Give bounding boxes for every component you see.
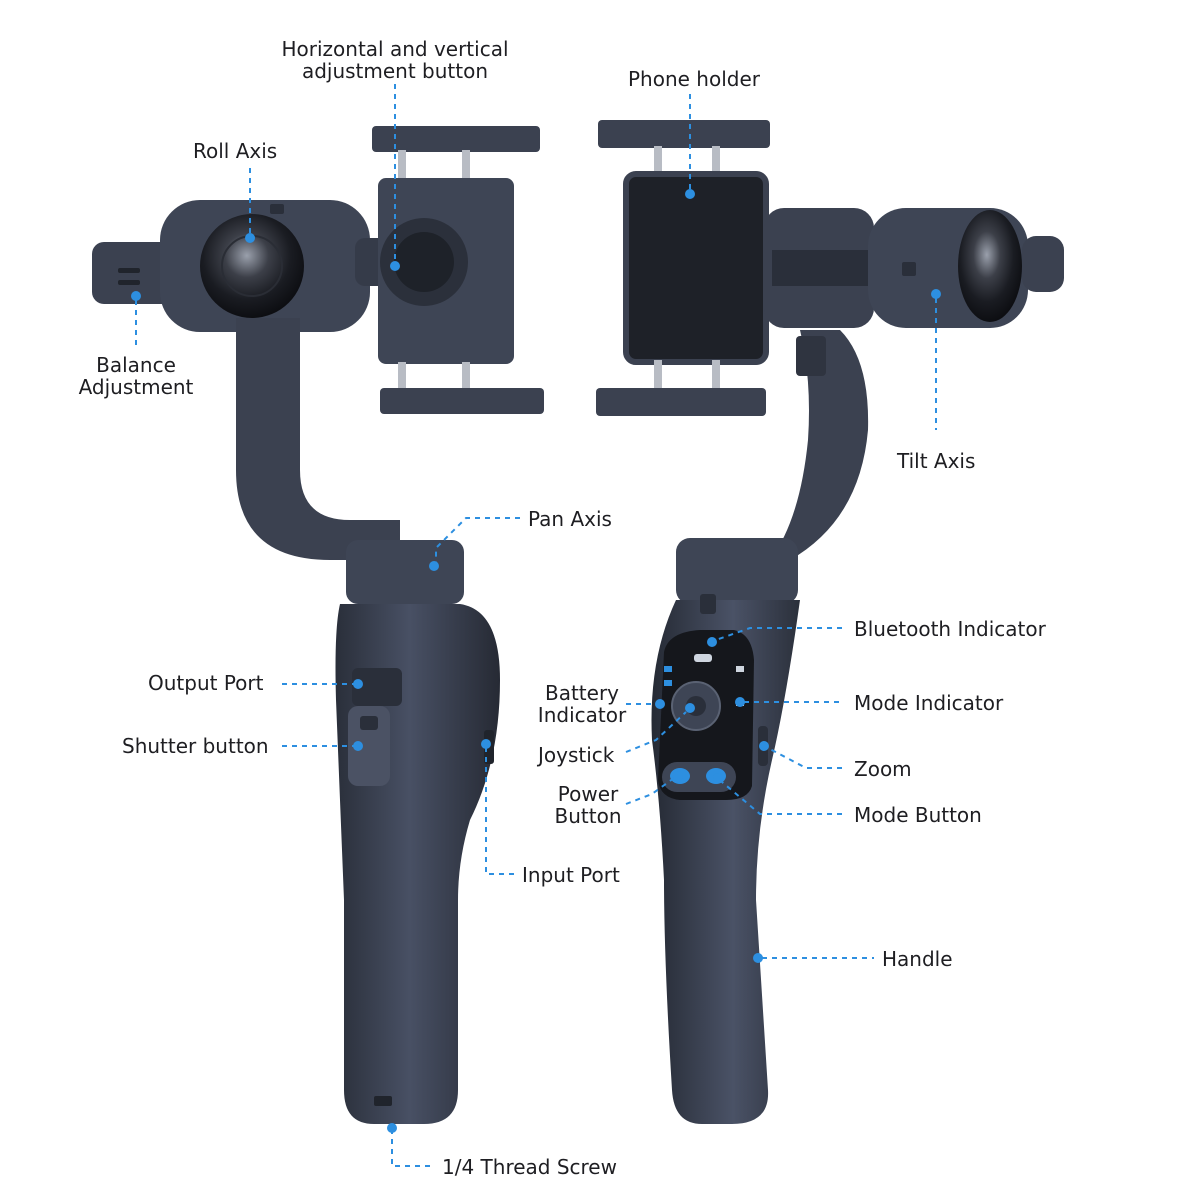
label-balance-line2: Adjustment <box>78 375 194 399</box>
label-pan-axis: Pan Axis <box>528 507 612 531</box>
clamp-bottom-left <box>380 388 544 414</box>
label-output-port: Output Port <box>148 671 264 695</box>
label-phone-holder: Phone holder <box>628 67 761 91</box>
label-input-port: Input Port <box>522 863 620 887</box>
label-thread-screw: 1/4 Thread Screw <box>442 1155 617 1179</box>
roll-axis-disc <box>200 214 304 318</box>
label-bluetooth-indicator: Bluetooth Indicator <box>854 617 1046 641</box>
shutter-button-shape <box>348 706 390 786</box>
label-mode-indicator: Mode Indicator <box>854 691 1004 715</box>
pan-motor-left <box>346 540 464 604</box>
label-power-line2: Button <box>554 804 622 828</box>
label-roll-axis: Roll Axis <box>193 139 278 163</box>
left-arm <box>236 318 400 560</box>
clamp-bottom-right <box>596 388 766 416</box>
label-hv-line1: Horizontal and vertical <box>281 37 509 61</box>
label-zoom: Zoom <box>854 757 912 781</box>
right-arm <box>770 330 869 560</box>
label-battery-line1: Battery <box>544 681 620 705</box>
label-power-button: Power Button <box>540 783 636 827</box>
clamp-top-left <box>372 126 540 152</box>
label-hv-line2: adjustment button <box>301 59 489 83</box>
leader-lines <box>131 84 941 1167</box>
pan-motor-right <box>676 538 798 604</box>
tilt-axis-disc <box>958 210 1022 322</box>
output-port <box>352 668 402 706</box>
label-handle: Handle <box>882 947 953 971</box>
label-balance-adjustment: Balance Adjustment <box>70 354 202 398</box>
label-shutter-button: Shutter button <box>122 734 269 758</box>
label-battery-indicator: Battery Indicator <box>520 682 644 726</box>
bluetooth-led <box>694 654 712 662</box>
label-joystick: Joystick <box>538 743 615 767</box>
label-battery-line2: Indicator <box>537 703 627 727</box>
phone-holder-plate <box>623 171 769 365</box>
label-mode-button: Mode Button <box>854 803 982 827</box>
label-balance-line1: Balance <box>96 353 176 377</box>
label-power-line1: Power <box>557 782 619 806</box>
left-gimbal <box>92 126 544 1124</box>
clamp-top-right <box>598 120 770 148</box>
label-hv-adjustment-button: Horizontal and vertical adjustment butto… <box>260 38 530 82</box>
right-gimbal <box>596 120 1064 1124</box>
label-tilt-axis: Tilt Axis <box>897 449 976 473</box>
